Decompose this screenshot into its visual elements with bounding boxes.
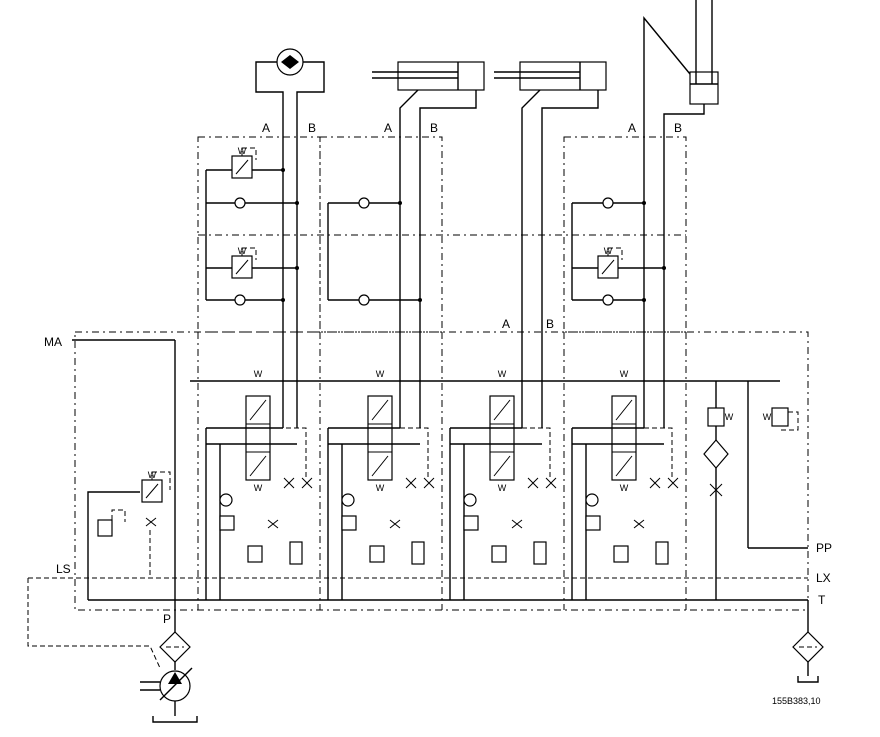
svg-text:W: W xyxy=(376,369,385,379)
label-t: T xyxy=(818,593,826,607)
svg-text:W: W xyxy=(238,246,247,256)
valve-section-1: W W xyxy=(205,369,313,600)
svg-text:W: W xyxy=(725,412,734,422)
label-pp: PP xyxy=(816,541,832,555)
label-ma: MA xyxy=(44,335,62,349)
drawing-number: 155B383,10 xyxy=(772,696,821,706)
port-label-b4: B xyxy=(674,121,682,135)
port-labels: A B A B A B A B xyxy=(262,121,682,331)
port-relief-module: W xyxy=(571,197,666,306)
inlet-section: W xyxy=(97,470,171,578)
port-label-b1: B xyxy=(308,121,316,135)
svg-text:W: W xyxy=(620,369,629,379)
variable-pump-icon xyxy=(140,667,198,723)
port-relief-module: W W xyxy=(205,146,299,306)
valve-section-2: W W xyxy=(327,369,435,600)
label-ls: LS xyxy=(56,562,71,576)
svg-text:W: W xyxy=(498,483,507,493)
port-label-a4: A xyxy=(628,121,636,135)
filter-icon xyxy=(792,631,824,683)
port-label-b2: B xyxy=(430,121,438,135)
svg-text:W: W xyxy=(604,246,613,256)
port-label-b3: B xyxy=(546,317,554,331)
port-label-a2: A xyxy=(384,121,392,135)
connection-labels: MA LS P PP LX T 155B383,10 xyxy=(44,335,832,706)
hydraulic-cylinder-icon xyxy=(494,61,607,428)
filter-icon xyxy=(159,631,191,670)
svg-text:W: W xyxy=(763,412,772,422)
svg-text:W: W xyxy=(376,483,385,493)
end-cover: W W xyxy=(703,381,799,600)
svg-text:W: W xyxy=(238,146,247,156)
svg-text:W: W xyxy=(148,470,157,480)
module-boundaries xyxy=(74,136,809,611)
svg-text:W: W xyxy=(254,483,263,493)
port-label-a3: A xyxy=(502,317,510,331)
svg-text:W: W xyxy=(620,483,629,493)
valve-section-3: W W xyxy=(449,369,557,600)
main-lines xyxy=(27,339,809,669)
svg-text:W: W xyxy=(498,369,507,379)
label-p: P xyxy=(163,612,171,626)
hydraulic-cylinder-icon xyxy=(372,61,485,428)
port-label-a1: A xyxy=(262,121,270,135)
label-lx: LX xyxy=(816,571,831,585)
hydraulic-cylinder-icon xyxy=(643,0,719,428)
hydraulic-motor-icon xyxy=(255,48,325,428)
valve-section-4: W W xyxy=(571,369,679,600)
svg-text:W: W xyxy=(254,369,263,379)
anti-cavitation-module xyxy=(327,197,422,306)
